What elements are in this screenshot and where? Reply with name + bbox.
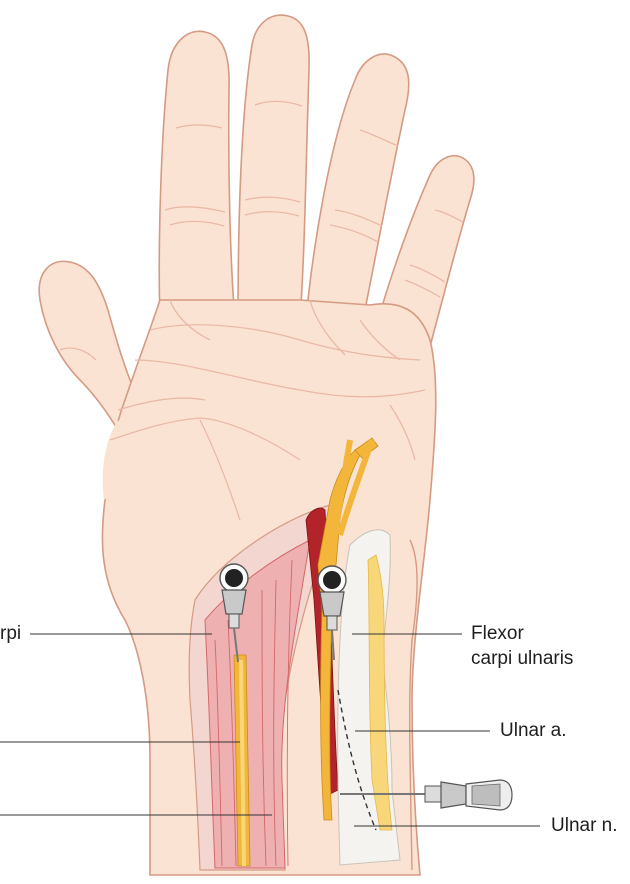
flexor-carpi-ulnaris-label-line2: carpi ulnaris — [471, 647, 573, 670]
flexor-carpi-ulnaris-label-line1: Flexor — [471, 622, 524, 645]
ulnar-artery-label: Ulnar a. — [500, 719, 567, 742]
index-finger — [159, 31, 235, 320]
flexor-carpi-radialis-label: rpi — [0, 622, 21, 645]
middle-finger — [238, 15, 309, 320]
ulnar-nerve-label: Ulnar n. — [551, 814, 618, 837]
